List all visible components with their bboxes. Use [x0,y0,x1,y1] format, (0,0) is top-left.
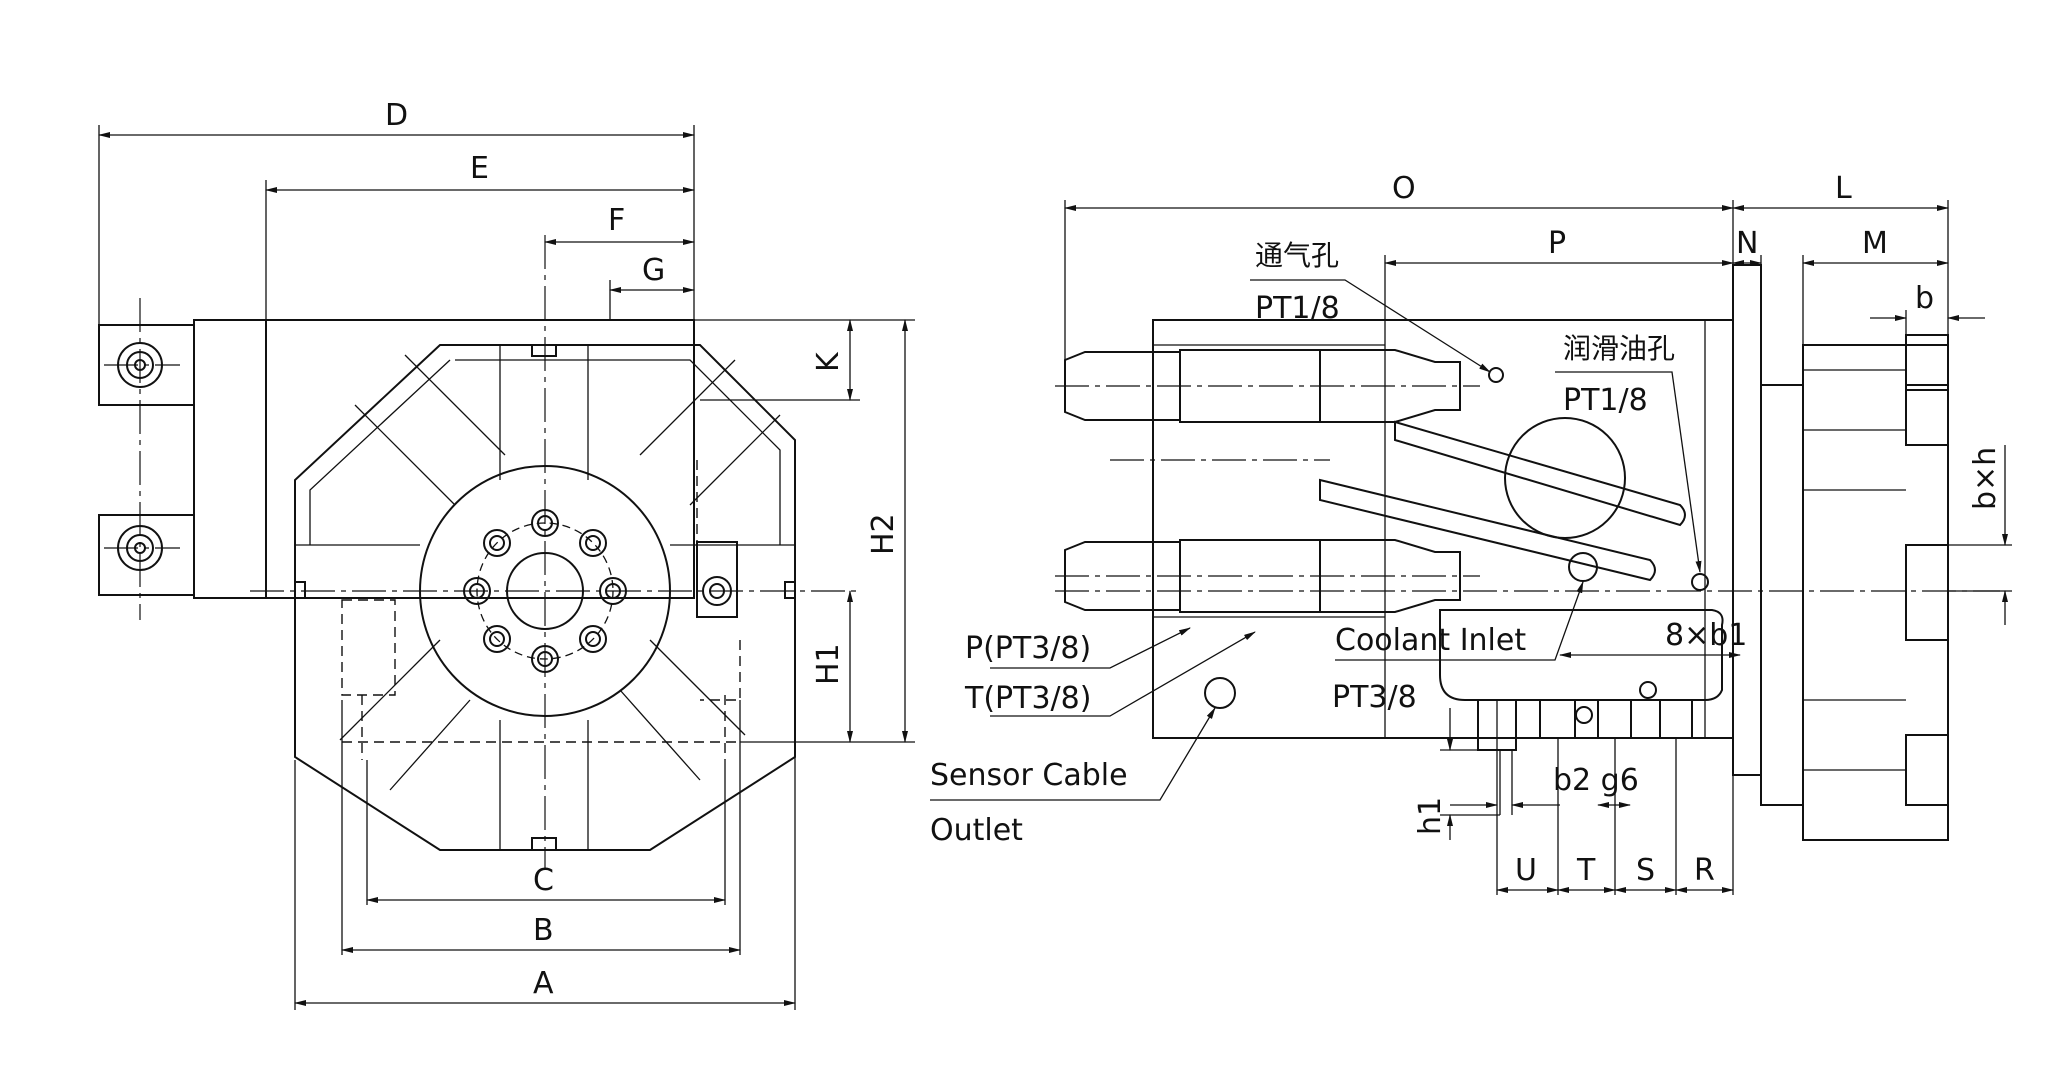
callout-p-port: P(PT3/8) [965,631,1091,666]
indexing-gear [1504,417,1626,539]
dim-label-U: U [1515,853,1537,888]
dim-label-C: C [533,863,554,898]
lube-hole [1691,573,1709,591]
flange-plate [1732,264,1762,776]
dim-label-E: E [470,151,489,186]
side-view: O L P N M b b×h 8×b1 b2 g6 h1 U T S R 通气… [930,171,2012,895]
dim-label-8xb1: 8×b1 [1665,618,1747,653]
mounting-brackets [98,298,267,620]
front-view: D E F G K H2 H1 C B A [98,98,915,1010]
side-tool-stations [1803,334,1949,806]
dim-label-R: R [1694,853,1715,888]
callout-lube-thread: PT1/8 [1563,383,1648,418]
leader-lines [930,279,1702,801]
base-fittings-block [1439,609,1724,701]
dim-label-O: O [1392,171,1416,206]
callout-vent-thread: PT1/8 [1255,291,1340,326]
dim-label-bxh: b×h [1968,447,2003,510]
callout-vent-hole: 通气孔 [1255,239,1339,272]
turret-disc [294,344,796,851]
dim-label-b: b [1915,281,1934,316]
hidden-lines [341,400,741,760]
cylinders [1055,349,1480,613]
vent-hole [1488,367,1504,383]
tool-slots [295,345,795,850]
dim-label-H1: H1 [811,643,846,685]
turret-inner-edge [309,359,781,545]
turret-disc-side [1802,344,1949,841]
dim-label-K: K [811,351,846,372]
housing [265,319,695,599]
dim-label-A: A [533,966,554,1001]
callout-lube-hole: 润滑油孔 [1563,332,1675,365]
rocker-arms [1055,420,2000,592]
side-extension-lines [1064,200,2012,895]
dim-label-P: P [1548,226,1566,261]
dim-label-L: L [1835,171,1852,206]
callout-t-port: T(PT3/8) [964,681,1091,716]
dim-label-D: D [385,98,408,133]
dim-label-b2-g6: b2 g6 [1553,763,1639,798]
dim-label-S: S [1636,853,1655,888]
sensor-outlet-hole [1204,677,1236,709]
callout-coolant-thread: PT3/8 [1332,680,1417,715]
flange-plate-2 [1760,384,1804,806]
coolant-inlet-hole [1568,552,1598,582]
callout-sensor-cable: Sensor Cable [930,758,1128,793]
dim-label-N: N [1736,226,1758,261]
dim-label-B: B [533,913,554,948]
dim-label-G: G [642,253,665,288]
dim-label-M: M [1862,226,1888,261]
extension-lines [98,125,915,1010]
dim-label-F: F [608,203,625,238]
dim-label-T: T [1576,853,1596,888]
dim-label-h1: h1 [1413,797,1448,835]
dim-label-H2: H2 [866,513,901,555]
callout-coolant-inlet: Coolant Inlet [1335,623,1526,658]
callout-sensor-outlet: Outlet [930,813,1023,848]
